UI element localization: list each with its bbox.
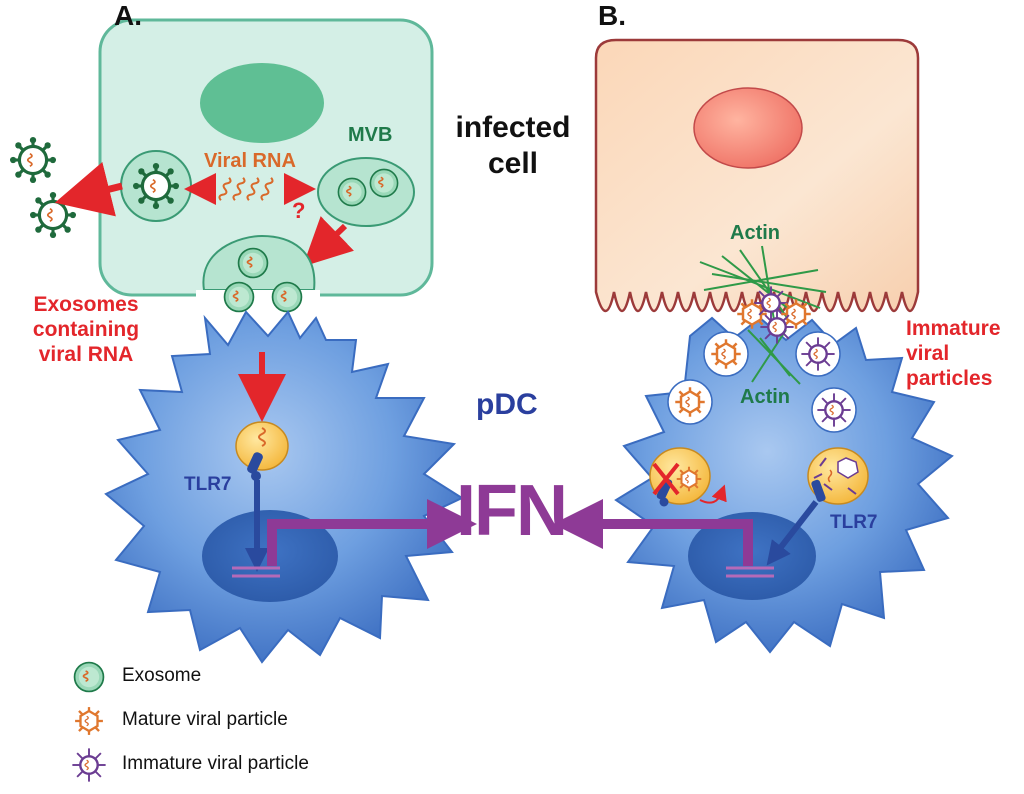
- exosomes-label: Exosomes containing viral RNA: [6, 292, 166, 367]
- pdc-cell-a: [104, 310, 465, 664]
- released-virus-1: [10, 137, 56, 183]
- vacuole-mature-2: [667, 379, 713, 425]
- exosomes-label-line3: viral RNA: [38, 343, 134, 366]
- endosome-tlr7-b: [807, 447, 869, 505]
- endosome-blocked-b: [649, 447, 727, 507]
- mature-viral-particle-icon: [73, 705, 105, 737]
- mvb: [317, 157, 415, 227]
- arrow-release: [54, 162, 123, 217]
- legend-exosome-label: Exosome: [122, 665, 202, 686]
- legend-immature-label: Immature viral particle: [122, 753, 309, 774]
- infected-cell-nucleus-a: [200, 63, 324, 143]
- ifn-arrow-right: [553, 499, 753, 566]
- viral-rna-label: Viral RNA: [204, 150, 296, 172]
- infected-cell-label-line1: infected: [455, 111, 571, 144]
- immature-label-line3: particles: [906, 367, 993, 390]
- ifn-arrow-left: [267, 499, 477, 566]
- infected-cell-b: [594, 38, 920, 313]
- actin-filaments: [699, 245, 827, 385]
- legend-mature-label: Mature viral particle: [122, 709, 288, 730]
- mvb-label: MVB: [348, 124, 393, 146]
- infected-cell-nucleus-b: [693, 87, 803, 169]
- pdc-label: pDC: [476, 388, 538, 421]
- actin-label-top: Actin: [730, 222, 780, 244]
- immature-viral-particle-icon: [71, 747, 107, 783]
- exosome-with-virus: [120, 150, 192, 222]
- endosome-tlr7-a: [235, 421, 289, 481]
- infected-cell-label-line2: cell: [487, 147, 539, 180]
- question-mark: ?: [292, 198, 306, 223]
- exosomes-label-line2: containing: [32, 318, 140, 341]
- vacuole-immature-1: [795, 331, 841, 377]
- tlr7-signal-arrow-b: [766, 500, 819, 566]
- arrow-mvb-to-membrane: [302, 216, 354, 267]
- immature-particles-label: Immature viral particles: [906, 316, 1001, 391]
- vacuole-immature-2: [811, 387, 857, 433]
- immature-particle-cluster-2: [759, 309, 795, 345]
- immature-label-line2: viral: [906, 342, 950, 365]
- immature-label-line1: Immature: [906, 317, 1001, 340]
- membrane-fusion: [196, 234, 320, 313]
- tlr7-label-b: TLR7: [830, 512, 878, 533]
- vacuole-mature-1: [703, 331, 749, 377]
- panel-label-a: A.: [114, 0, 142, 31]
- exosomes-label-line1: Exosomes: [33, 293, 139, 316]
- tlr7-label-a: TLR7: [184, 474, 232, 495]
- infected-cell-label: infected cell: [448, 110, 578, 182]
- actin-label-mid: Actin: [740, 386, 790, 408]
- released-virus-2: [30, 192, 76, 238]
- ifn-label: IFN: [456, 471, 568, 551]
- panel-label-b: B.: [598, 0, 626, 31]
- exosome-icon: [73, 661, 105, 693]
